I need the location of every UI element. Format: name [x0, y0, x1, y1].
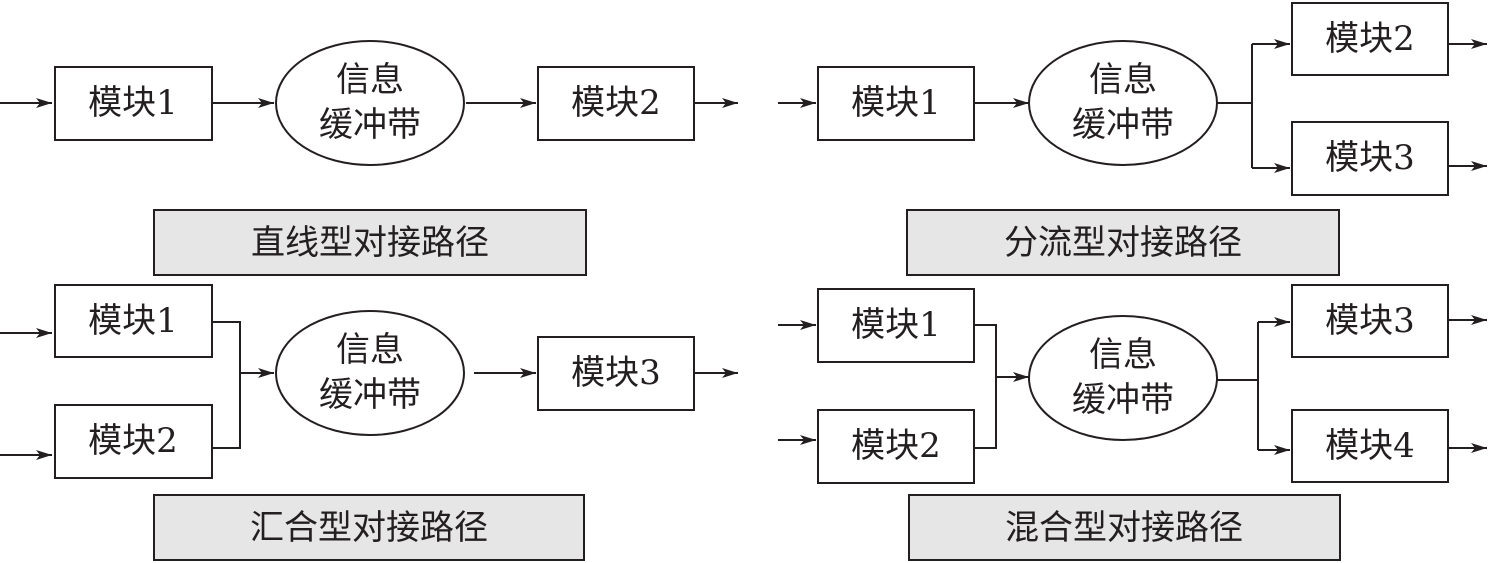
caption-box — [908, 494, 1341, 561]
module-label: 模块1 — [851, 305, 941, 345]
module-label: 模块3 — [1325, 138, 1415, 178]
module-label: 模块1 — [851, 83, 941, 123]
split-docking-path: 模块1 信息 缓冲带 模块2 模块3 分流型对接路径 — [778, 2, 1487, 276]
module-box-2 — [54, 404, 213, 479]
module-label: 模块1 — [88, 83, 178, 123]
module-label: 模块1 — [88, 301, 178, 341]
module-box-1 — [54, 284, 213, 358]
caption-box — [153, 209, 587, 276]
module-label: 模块3 — [1325, 301, 1415, 341]
merge-docking-path: 模块1 模块2 信息 缓冲带 模块3 汇合型对接路径 — [0, 284, 738, 561]
buffer-label-line2: 缓冲带 — [1072, 105, 1174, 145]
buffer-label-line2: 缓冲带 — [319, 375, 421, 415]
buffer-label-line1: 信息 — [1089, 60, 1157, 100]
caption-text: 汇合型对接路径 — [250, 508, 488, 548]
buffer-label-line2: 缓冲带 — [319, 105, 421, 145]
straight-docking-path: 模块1 信息 缓冲带 模块2 直线型对接路径 — [0, 40, 738, 276]
caption-text: 直线型对接路径 — [251, 223, 489, 263]
module-label: 模块3 — [571, 353, 661, 393]
module-label: 模块2 — [851, 426, 941, 466]
buffer-label-line2: 缓冲带 — [1072, 380, 1174, 420]
merge-bracket — [974, 324, 997, 449]
info-buffer-ellipse — [275, 310, 465, 436]
module-box-4 — [1291, 409, 1449, 483]
module-label: 模块2 — [571, 83, 661, 123]
module-label: 模块4 — [1325, 426, 1415, 466]
info-buffer-ellipse — [1028, 315, 1218, 441]
module-box-2 — [1291, 2, 1449, 76]
module-label: 模块2 — [1325, 19, 1415, 59]
caption-box — [906, 209, 1340, 276]
module-box-1 — [817, 288, 975, 363]
buffer-label-line1: 信息 — [336, 330, 404, 370]
mixed-docking-path: 模块1 模块2 信息 缓冲带 模块3 模块4 混合型对接路径 — [778, 284, 1487, 561]
buffer-label-line1: 信息 — [1089, 335, 1157, 375]
module-box-2 — [817, 409, 975, 484]
module-box-3 — [1291, 121, 1449, 196]
module-label: 模块2 — [88, 421, 178, 461]
caption-box — [153, 494, 585, 561]
info-buffer-ellipse — [275, 40, 465, 166]
caption-text: 分流型对接路径 — [1004, 223, 1242, 263]
caption-text: 混合型对接路径 — [1005, 508, 1243, 548]
buffer-label-line1: 信息 — [336, 60, 404, 100]
module-box-3 — [537, 336, 695, 411]
merge-bracket — [212, 321, 241, 449]
